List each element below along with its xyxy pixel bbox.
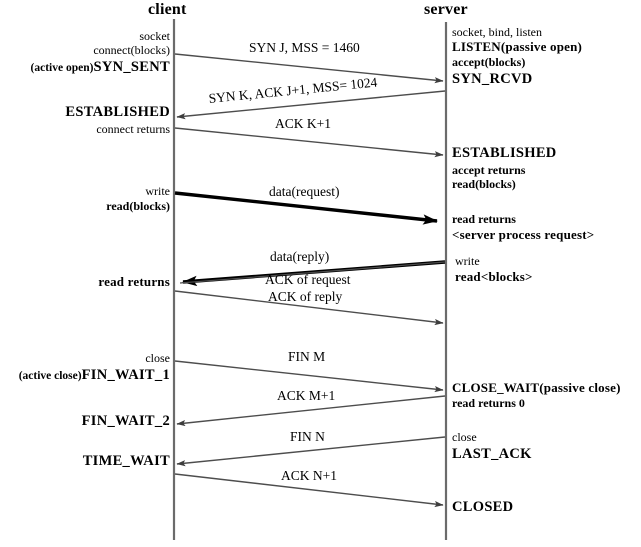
server-event-read-blocks: read(blocks) (452, 177, 516, 191)
server-state-syn-rcvd: SYN_RCVD (452, 71, 533, 87)
message-label-fin-m: FIN M (288, 349, 326, 364)
client-event-syn-sent: (active open)SYN_SENT (31, 59, 170, 76)
message-label-fin-n: FIN N (290, 429, 325, 444)
client-event-connect: connect(blocks) (93, 43, 170, 57)
client-event-write: write (145, 184, 170, 198)
message-label-data-request: data(request) (269, 184, 340, 199)
message-label-ack-n1: ACK N+1 (281, 468, 337, 483)
client-event-read-returns: read returns (98, 274, 170, 289)
server-event-accept-returns: accept returns (452, 163, 526, 177)
client-state-established: ESTABLISHED (65, 104, 170, 120)
arrow-ack-of-request (179, 261, 446, 284)
server-state-established: ESTABLISHED (452, 145, 557, 161)
message-label-syn-j: SYN J, MSS = 1460 (249, 40, 360, 55)
client-event-socket: socket (139, 29, 170, 43)
server-event-close: close (452, 430, 477, 444)
client-event-connect-returns: connect returns (96, 122, 170, 136)
arrow-ack-of-reply (174, 290, 444, 326)
message-label-data-reply: data(reply) (270, 249, 330, 264)
arrow-ack-n1 (174, 473, 444, 508)
message-label-ack-of-request: ACK of request (265, 272, 351, 287)
arrow-syn-j (174, 53, 444, 84)
message-label-ack-k1: ACK K+1 (275, 116, 331, 131)
server-state-closed: CLOSED (452, 499, 514, 515)
client-active-close-prefix: (active close) (18, 370, 82, 382)
client-event-read-blocks: read(blocks) (106, 199, 170, 213)
client-state-syn-sent: SYN_SENT (93, 59, 170, 75)
client-event-fin-wait-1: (active close)FIN_WAIT_1 (19, 367, 170, 384)
arrow-fin-m (174, 360, 444, 393)
server-event-read-returns-0: read returns 0 (452, 396, 525, 410)
arrow-data-request (174, 191, 438, 225)
arrow-fin-n (176, 436, 446, 467)
client-state-fin-wait-1: FIN_WAIT_1 (81, 367, 170, 383)
message-label-ack-m1: ACK M+1 (277, 388, 336, 403)
client-state-fin-wait-2: FIN_WAIT_2 (81, 413, 170, 429)
message-label-ack-of-reply: ACK of reply (268, 289, 343, 304)
server-event-read-blocks-2: read<blocks> (455, 269, 533, 284)
server-event-write: write (455, 254, 480, 268)
arrow-ack-k1 (174, 127, 444, 158)
server-state-listen: LISTEN(passive open) (452, 39, 583, 54)
server-event-socket-bind-listen: socket, bind, listen (452, 25, 542, 39)
server-state-close-wait: CLOSE_WAIT(passive close) (452, 380, 621, 395)
server-event-process-request: <server process request> (452, 227, 595, 242)
client-event-close: close (145, 351, 170, 365)
server-title: server (424, 1, 468, 18)
arrow-ack-m1 (176, 395, 446, 427)
server-event-read-returns: read returns (452, 212, 516, 226)
server-event-accept-blocks: accept(blocks) (452, 55, 526, 69)
client-title: client (148, 1, 187, 18)
client-active-open-prefix: (active open) (30, 62, 94, 74)
arrow-syn-k-ack (176, 90, 446, 120)
client-state-time-wait: TIME_WAIT (82, 453, 170, 469)
server-state-last-ack: LAST_ACK (452, 446, 532, 462)
